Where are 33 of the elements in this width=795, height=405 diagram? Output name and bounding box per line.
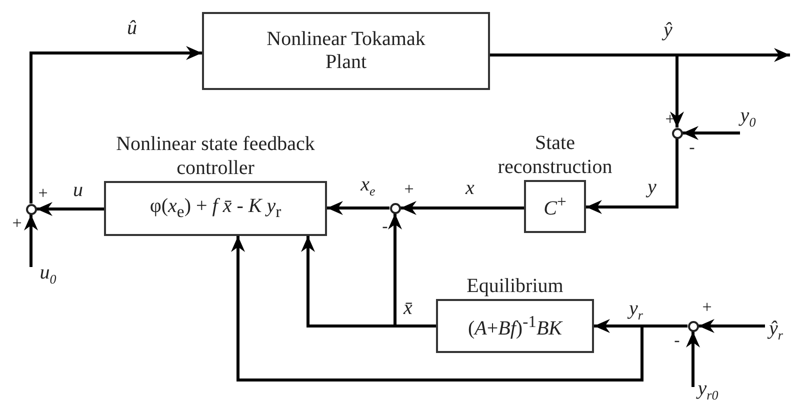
arrow bbox=[490, 54, 684, 128]
summing-junction bbox=[390, 202, 400, 214]
block-title: Equilibrium bbox=[466, 274, 564, 298]
arrow bbox=[686, 332, 700, 387]
edge-label: ŷ bbox=[662, 20, 674, 40]
sign-label: + bbox=[404, 180, 414, 198]
arrow bbox=[698, 319, 765, 333]
block-title: State reconstruction bbox=[496, 131, 614, 179]
sign-label: + bbox=[38, 184, 48, 202]
edge-label: ŷ$_{r}$ bbox=[768, 318, 784, 342]
summing-junction bbox=[688, 320, 698, 332]
formula-text: (A+Bf)$^{-1}$BK bbox=[468, 312, 562, 340]
arrow bbox=[682, 126, 740, 140]
block-box bbox=[202, 12, 490, 90]
sign-label: + bbox=[702, 298, 712, 316]
block-text: Nonlinear Tokamak Plant bbox=[266, 28, 426, 74]
formula-text: C$^{+}$ bbox=[544, 192, 566, 221]
arrow bbox=[36, 202, 104, 216]
sign-label: - bbox=[674, 332, 680, 348]
arrow bbox=[400, 201, 524, 215]
arrow bbox=[327, 201, 390, 216]
arrow bbox=[30, 46, 202, 204]
sign-label: + bbox=[12, 214, 22, 232]
summing-junction bbox=[26, 204, 36, 214]
sign-label: - bbox=[689, 138, 695, 156]
formula-text: φ(x$_{e}$) + f x̄ - K y$_{r}$ bbox=[150, 195, 282, 222]
sign-label: + bbox=[665, 110, 675, 128]
sign-label: - bbox=[382, 218, 388, 234]
arrow bbox=[301, 236, 436, 328]
arrow bbox=[24, 214, 38, 267]
block-title: Nonlinear state feedback controller bbox=[116, 132, 316, 180]
arrow bbox=[586, 138, 678, 214]
summing-junction bbox=[672, 128, 682, 138]
